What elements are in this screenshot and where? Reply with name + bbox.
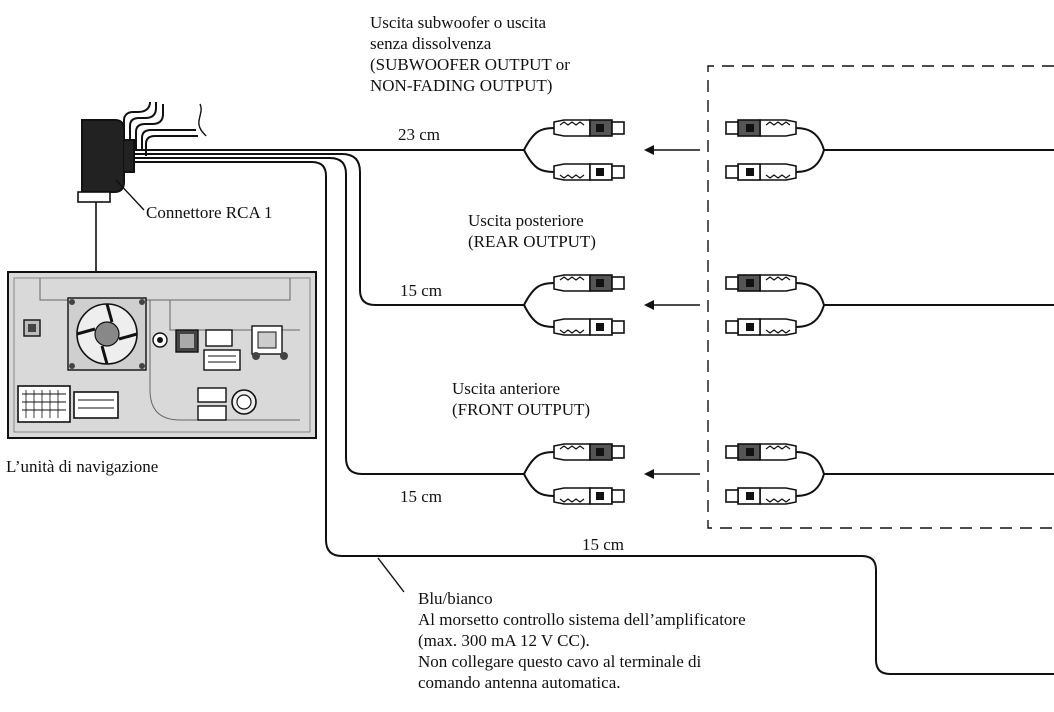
subwoofer-plug-pair (523, 119, 625, 181)
rear-line-2: (REAR OUTPUT) (468, 232, 596, 251)
nav-unit-label: L’unità di navigazione (6, 457, 159, 476)
front-plug-pair (523, 443, 625, 505)
length-sub: 23 cm (398, 125, 441, 144)
front-output-label: Uscita anteriore (FRONT OUTPUT) (452, 378, 590, 420)
rca-connector-label: Connettore RCA 1 (146, 203, 273, 222)
subwoofer-line-4: NON-FADING OUTPUT) (370, 76, 553, 95)
blue-line-1: Blu/bianco (418, 589, 493, 608)
subwoofer-line-2: senza dissolvenza (370, 34, 492, 53)
blue-wire-leader (377, 557, 405, 593)
wires (134, 149, 1054, 675)
rear-output-label: Uscita posteriore (REAR OUTPUT) (468, 210, 596, 252)
rear-line-1: Uscita posteriore (468, 211, 584, 230)
subwoofer-output-label: Uscita subwoofer o uscita senza dissolve… (370, 12, 570, 96)
blue-white-note: Blu/bianco Al morsetto controllo sistema… (418, 588, 746, 693)
subwoofer-line-1: Uscita subwoofer o uscita (370, 13, 547, 32)
external-front-plugs (725, 443, 1054, 505)
nav-unit-panel (7, 271, 317, 439)
rear-plug-pair (523, 274, 625, 336)
subwoofer-line-3: (SUBWOOFER OUTPUT or (370, 55, 570, 74)
blue-line-4: Non collegare questo cavo al terminale d… (418, 652, 702, 671)
length-rear: 15 cm (400, 281, 443, 300)
front-line-1: Uscita anteriore (452, 379, 561, 398)
rca-connector-1 (77, 119, 145, 211)
front-line-2: (FRONT OUTPUT) (452, 400, 591, 419)
blue-line-2: Al morsetto controllo sistema dell’ampli… (418, 610, 746, 629)
cable-bundle (123, 101, 207, 156)
blue-line-5: comando antenna automatica. (418, 673, 621, 692)
length-front: 15 cm (400, 487, 443, 506)
connection-arrows (644, 145, 700, 479)
external-sub-plugs (725, 119, 1054, 181)
blue-line-3: (max. 300 mA 12 V CC). (418, 631, 590, 650)
external-rear-plugs (725, 274, 1054, 336)
external-unit-dashed-box (707, 65, 1054, 529)
length-blue: 15 cm (582, 535, 625, 554)
